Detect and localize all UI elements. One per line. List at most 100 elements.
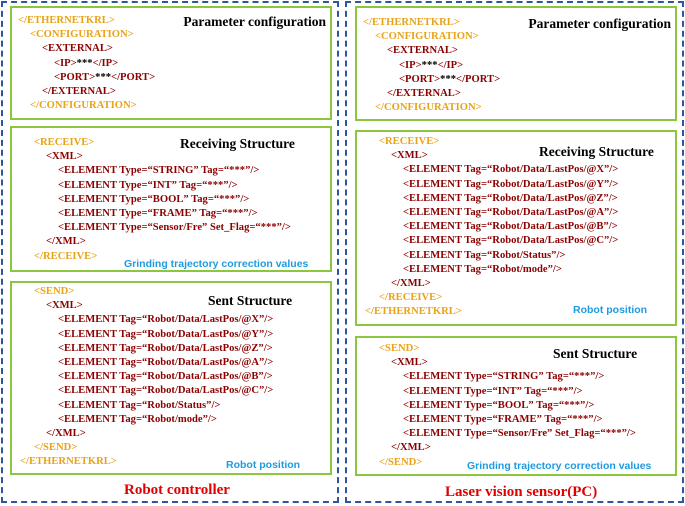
xml-line: </ETHERNETKRL> (18, 14, 115, 28)
xml-line: </XML> (391, 441, 431, 455)
xml-line: </SEND> (34, 441, 77, 455)
xml-line: <ELEMENT Tag=“Robot/Status”/> (403, 249, 565, 263)
xml-token: </PORT> (111, 71, 156, 83)
xml-token: </CONFIGURATION> (30, 100, 137, 112)
xml-token: <ELEMENT Tag=“Robot/Data/LastPos/@C”/> (403, 235, 619, 247)
xml-line: <ELEMENT Type=“INT” Tag=“***”/> (403, 385, 583, 399)
xml-token: <ELEMENT Tag=“Robot/Data/LastPos/@X”/> (403, 164, 619, 176)
xml-token: <ELEMENT Type=“FRAME” Tag=“***”/> (58, 208, 258, 219)
xml-token: </ETHERNETKRL> (365, 306, 462, 318)
xml-line: <ELEMENT Type=“STRING” Tag=“***”/> (403, 370, 604, 384)
xml-token: </XML> (391, 278, 431, 289)
laser-vision-sensor-caption: Laser vision sensor(PC) (445, 484, 598, 500)
xml-token: </PORT> (456, 73, 501, 85)
xml-line: <PORT>***</PORT> (399, 73, 500, 87)
xml-token: </XML> (46, 428, 86, 439)
xml-line: <ELEMENT Tag=“Robot/mode”/> (403, 263, 562, 277)
xml-line: <ELEMENT Tag=“Robot/Data/LastPos/@B”/> (58, 370, 273, 384)
xml-line: </XML> (46, 235, 86, 249)
xml-token: </XML> (46, 236, 86, 248)
xml-line: </ETHERNETKRL> (20, 455, 117, 469)
xml-token: <ELEMENT Type=“FRAME” Tag=“***”/> (403, 414, 603, 425)
xml-token: <ELEMENT Tag=“Robot/mode”/> (58, 413, 217, 425)
xml-line: </XML> (391, 277, 431, 291)
xml-line: <ELEMENT Tag=“Robot/Data/LastPos/@A”/> (58, 356, 273, 370)
xml-token: <ELEMENT Type=“INT” Tag=“***”/> (58, 179, 238, 191)
xml-line: <XML> (391, 356, 428, 370)
xml-token: <PORT> (54, 71, 96, 83)
right-send-box: Sent Structure <SEND><XML><ELEMENT Type=… (355, 336, 677, 476)
xml-line: <SEND> (34, 285, 74, 299)
xml-token: <ELEMENT Type=“Sensor/Fre” Set_Flag=“***… (403, 428, 636, 440)
xml-token: <ELEMENT Tag=“Robot/Data/LastPos/@A”/> (58, 357, 274, 368)
xml-token: </EXTERNAL> (42, 86, 116, 97)
xml-line: <ELEMENT Type=“FRAME” Tag=“***”/> (403, 413, 603, 427)
xml-token: </ETHERNETKRL> (20, 456, 117, 468)
xml-token: <ELEMENT Tag=“Robot/Data/LastPos/@Z”/> (58, 342, 273, 354)
xml-token: <ELEMENT Tag=“Robot/Data/LastPos/@Z”/> (403, 192, 618, 204)
xml-line: <XML> (391, 149, 428, 163)
xml-line: <ELEMENT Tag=“Robot/Data/LastPos/@B”/> (403, 220, 618, 234)
right-send-title: Sent Structure (553, 346, 638, 361)
xml-line: <ELEMENT Tag=“Robot/Data/LastPos/@Z”/> (58, 342, 273, 356)
xml-line: <EXTERNAL> (387, 44, 458, 58)
laser-vision-sensor-panel (345, 1, 684, 503)
xml-line: <ELEMENT Tag=“Robot/Data/LastPos/@A”/> (403, 206, 618, 220)
xml-token: </RECEIVE> (379, 292, 443, 304)
right-receive-title: Receiving Structure (539, 144, 654, 159)
xml-token: <ELEMENT Type=“Sensor/Fre” Set_Flag=“***… (58, 222, 291, 234)
xml-token: <ELEMENT Tag=“Robot/Data/LastPos/@A”/> (403, 207, 619, 218)
xml-line: <ELEMENT Tag=“Robot/Data/LastPos/@C”/> (403, 234, 618, 248)
xml-line: <EXTERNAL> (42, 42, 113, 56)
xml-token: <ELEMENT Tag=“Robot/Data/LastPos/@Y”/> (58, 328, 274, 340)
xml-line: <CONFIGURATION> (375, 30, 479, 44)
xml-line: </RECEIVE> (34, 250, 97, 264)
xml-line: <ELEMENT Type=“Sensor/Fre” Set_Flag=“***… (58, 221, 291, 235)
right-parameter-title: Parameter configuration (528, 16, 671, 31)
left-receive-box: Receiving Structure <RECEIVE><XML><ELEME… (10, 126, 332, 272)
xml-line: </RECEIVE> (379, 291, 442, 305)
xml-line: </SEND> (379, 456, 422, 470)
xml-token: <ELEMENT Tag=“Robot/Data/LastPos/@B”/> (58, 371, 273, 383)
xml-token: > (108, 15, 115, 26)
xml-line: <ELEMENT Type=“INT” Tag=“***”/> (58, 179, 238, 193)
xml-line: </CONFIGURATION> (30, 99, 137, 113)
xml-token: </ (18, 15, 27, 26)
right-receive-box: Receiving Structure <RECEIVE><XML><ELEME… (355, 130, 677, 326)
xml-line: <ELEMENT Tag=“Robot/Data/LastPos/@X”/> (403, 163, 618, 177)
xml-line: <ELEMENT Tag=“Robot/Status”/> (58, 399, 220, 413)
xml-token: <CONFIGURATION> (30, 29, 134, 41)
xml-line: <XML> (46, 150, 83, 164)
xml-token: </XML> (391, 442, 431, 454)
xml-token: <EXTERNAL> (42, 43, 113, 55)
xml-token: <CONFIGURATION> (375, 31, 479, 43)
right-receive-note: Robot position (573, 304, 648, 316)
xml-line: </ETHERNETKRL> (365, 305, 462, 319)
xml-line: <ELEMENT Type=“BOOL” Tag=“***”/> (58, 193, 249, 207)
xml-line: <ELEMENT Tag=“Robot/Data/LastPos/@Y”/> (58, 328, 273, 342)
xml-line: <IP>***</IP> (54, 57, 118, 71)
xml-token: <ELEMENT Type=“BOOL” Tag=“***”/> (403, 399, 595, 411)
xml-token: <IP> (54, 57, 77, 69)
xml-line: <IP>***</IP> (399, 59, 463, 73)
xml-line: <ELEMENT Tag=“Robot/Data/LastPos/@Z”/> (403, 192, 618, 206)
xml-token: <ELEMENT Type=“INT” Tag=“***”/> (403, 385, 583, 397)
left-receive-note: Grinding trajectory correction values (124, 258, 309, 270)
xml-token: <ELEMENT Type=“STRING” Tag=“***”/> (403, 371, 605, 383)
xml-line: </XML> (46, 427, 86, 441)
xml-line: <XML> (46, 299, 83, 313)
xml-line: <PORT>***</PORT> (54, 71, 155, 85)
xml-token: *** (440, 73, 457, 85)
xml-token: <ELEMENT Tag=“Robot/Data/LastPos/@Y”/> (403, 178, 619, 190)
xml-token: </SEND> (379, 456, 423, 468)
xml-token: <ELEMENT Type=“STRING” Tag=“***”/> (58, 165, 260, 177)
xml-token: <ELEMENT Tag=“Robot/Status”/> (58, 399, 221, 411)
xml-line: <ELEMENT Type=“BOOL” Tag=“***”/> (403, 399, 594, 413)
xml-token: <ELEMENT Tag=“Robot/Status”/> (403, 249, 566, 261)
xml-line: <ELEMENT Tag=“Robot/mode”/> (58, 413, 217, 427)
xml-token: </ETHERNETKRL> (363, 17, 460, 28)
right-parameter-box: Parameter configuration </ETHERNETKRL> <C… (355, 6, 677, 121)
xml-token: </CONFIGURATION> (375, 102, 482, 114)
xml-token: </SEND> (34, 442, 78, 454)
xml-line: </EXTERNAL> (42, 85, 116, 99)
